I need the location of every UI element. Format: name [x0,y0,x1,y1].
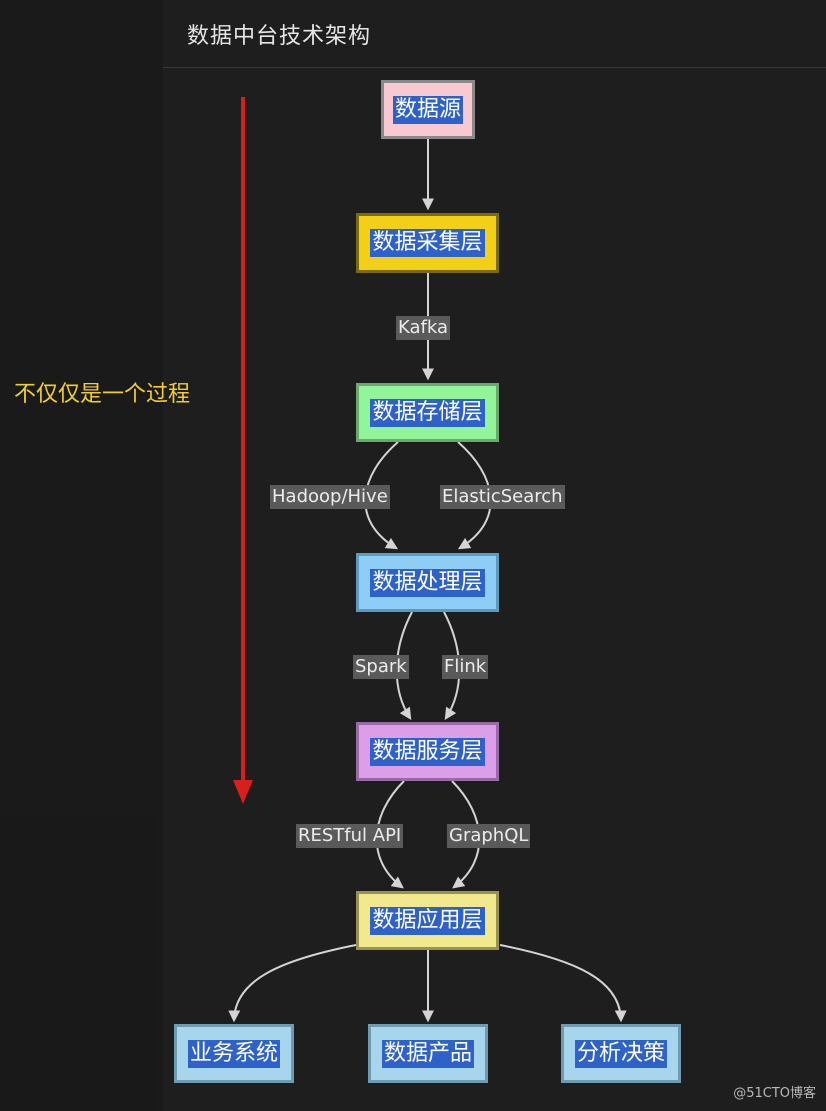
node-analysis-decision: 分析决策 [561,1024,681,1083]
node-data-source: 数据源 [381,80,475,139]
edge-label-restful-api: RESTful API [296,824,404,848]
diagram-title: 数据中台技术架构 [187,24,372,49]
node-analysis-decision-label: 分析决策 [574,1039,667,1068]
edge-application-analysis [499,944,627,1023]
edge-label-graphql: GraphQL [447,824,531,848]
node-data-product-label: 数据产品 [381,1039,474,1068]
node-collection-layer-label: 数据采集层 [370,229,485,257]
node-service-layer: 数据服务层 [356,722,499,781]
node-processing-layer-label: 数据处理层 [370,568,485,597]
node-business-system-label: 业务系统 [187,1039,280,1068]
node-service-layer-label: 数据服务层 [370,737,485,766]
node-application-layer-label: 数据应用层 [370,906,485,935]
edge-label-kafka: Kafka [396,316,450,340]
red-arrow-head [233,780,253,804]
edge-label-hadoop-hive: Hadoop/Hive [270,485,390,509]
node-storage-layer-label: 数据存储层 [370,398,485,427]
edge-application-business [228,944,357,1023]
node-collection-layer: 数据采集层 [356,213,499,273]
node-data-source-label: 数据源 [392,95,463,124]
node-application-layer: 数据应用层 [356,891,499,950]
node-storage-layer: 数据存储层 [356,383,499,442]
watermark: @51CTO博客 [733,1086,816,1101]
node-business-system: 业务系统 [174,1024,294,1083]
edge-label-spark: Spark [353,655,409,679]
node-processing-layer: 数据处理层 [356,553,499,612]
edge-label-elasticsearch: ElasticSearch [440,485,565,509]
diagram-header: 数据中台技术架构 [163,0,826,68]
left-panel-lower [0,815,155,1111]
edge-label-flink: Flink [442,655,489,679]
node-data-product: 数据产品 [368,1024,488,1083]
process-annotation: 不仅仅是一个过程 [14,382,191,407]
